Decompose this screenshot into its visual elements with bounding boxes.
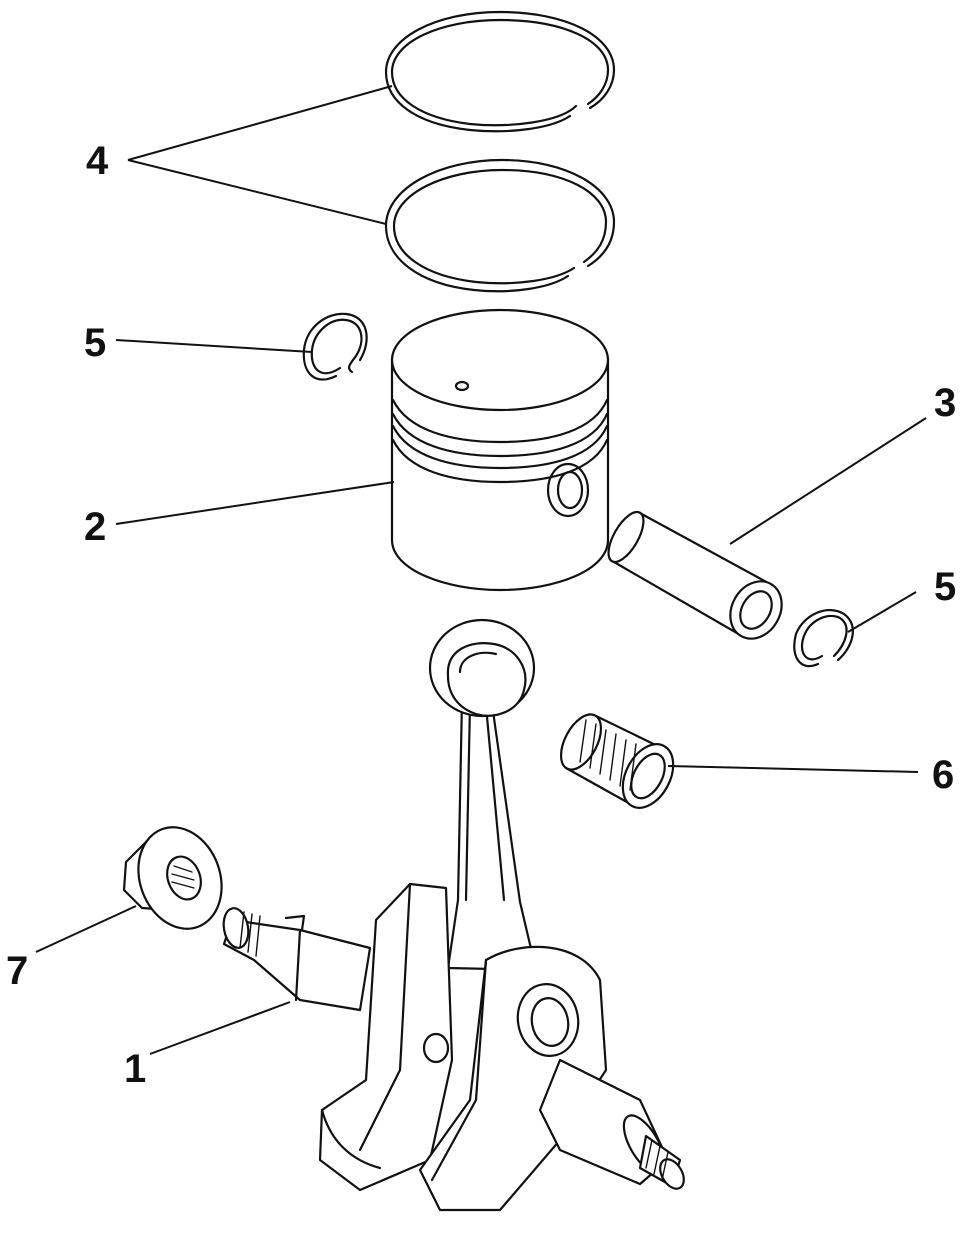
leader-lines bbox=[35, 85, 927, 1055]
leader-1 bbox=[149, 1001, 291, 1055]
piston-ring-upper bbox=[384, 10, 616, 133]
leader-5a bbox=[115, 339, 313, 353]
crankshaft-assembly bbox=[222, 618, 685, 1212]
piston-ring-lower bbox=[384, 158, 616, 293]
leader-3 bbox=[729, 417, 927, 545]
callout-1: 1 bbox=[124, 1047, 146, 1091]
callout-5-right: 5 bbox=[934, 565, 956, 609]
leader-4b bbox=[127, 159, 387, 225]
leader-7 bbox=[35, 905, 137, 953]
leader-4a bbox=[127, 85, 393, 161]
circlip-right bbox=[793, 609, 854, 668]
leader-5b bbox=[847, 591, 917, 633]
circlip-left bbox=[302, 312, 368, 381]
leader-2 bbox=[115, 481, 395, 525]
callout-4: 4 bbox=[86, 139, 109, 183]
leader-6 bbox=[667, 765, 919, 773]
needle-bearing bbox=[559, 713, 675, 809]
callout-2: 2 bbox=[84, 505, 106, 549]
flange-nut bbox=[122, 826, 223, 930]
piston-pin bbox=[607, 510, 783, 640]
callout-3: 3 bbox=[934, 381, 956, 425]
piston bbox=[390, 308, 610, 592]
callout-6: 6 bbox=[932, 753, 954, 797]
callout-5-left: 5 bbox=[84, 321, 106, 365]
callout-7: 7 bbox=[6, 949, 28, 993]
